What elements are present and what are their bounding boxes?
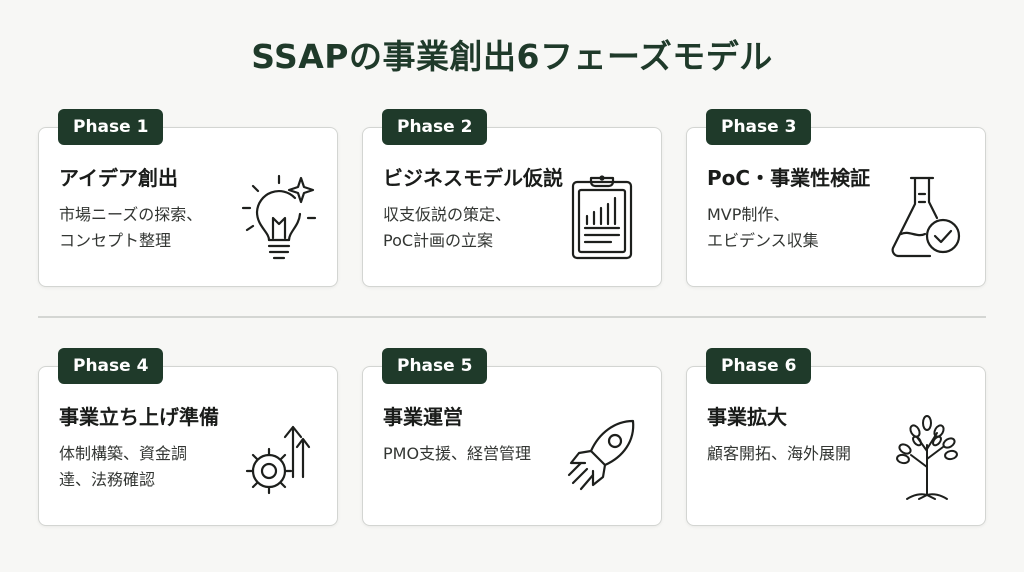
phase-description: 収支仮説の策定、 PoC計画の立案 — [383, 202, 563, 254]
phase-badge: Phase 1 — [58, 109, 164, 145]
phase-desc-line: 市場ニーズの探索、 — [59, 205, 203, 224]
row-divider — [38, 316, 986, 318]
phase-description: 市場ニーズの探索、 コンセプト整理 — [59, 202, 239, 254]
phase-card-1: Phase 1 アイデア創出 市場ニーズの探索、 コンセプト整理 — [38, 109, 338, 287]
phase-desc-line: PoC計画の立案 — [383, 231, 494, 250]
phase-card-4: Phase 4 事業立ち上げ準備 体制構築、資金調 達、法務確認 — [38, 348, 338, 526]
phase-badge: Phase 3 — [706, 109, 812, 145]
phase-description: MVP制作、 エビデンス収集 — [707, 202, 887, 254]
lightbulb-sparkle-icon — [239, 172, 319, 262]
phase-title: 事業拡大 — [707, 405, 787, 429]
phase-desc-line: PMO支援、経営管理 — [383, 444, 532, 463]
flask-check-icon — [887, 172, 967, 262]
phase-title: PoC・事業性検証 — [707, 166, 871, 190]
phase-card-5: Phase 5 事業運営 PMO支援、経営管理 — [362, 348, 662, 526]
phase-desc-line: 顧客開拓、海外展開 — [707, 444, 852, 463]
phase-desc-line: コンセプト整理 — [59, 231, 172, 250]
phase-card-2: Phase 2 ビジネスモデル仮説 収支仮説の策定、 PoC計画の立案 — [362, 109, 662, 287]
phase-description: 体制構築、資金調 達、法務確認 — [59, 441, 239, 493]
phase-card-3: Phase 3 PoC・事業性検証 MVP制作、 エビデンス収集 — [686, 109, 986, 287]
phase-title: 事業運営 — [383, 405, 463, 429]
phase-badge: Phase 6 — [706, 348, 812, 384]
phase-desc-line: 体制構築、資金調 — [59, 444, 188, 463]
page-title: SSAPの事業創出6フェーズモデル — [251, 37, 773, 76]
phase-badge: Phase 4 — [58, 348, 164, 384]
phase-title: 事業立ち上げ準備 — [59, 405, 219, 429]
phase-badge: Phase 2 — [382, 109, 488, 145]
phase-description: PMO支援、経営管理 — [383, 441, 563, 467]
phase-desc-line: 収支仮説の策定、 — [383, 205, 512, 224]
clipboard-chart-icon — [563, 172, 643, 262]
gear-arrow-up-icon — [239, 411, 319, 501]
rocket-icon — [563, 411, 643, 501]
phase-description: 顧客開拓、海外展開 — [707, 441, 887, 467]
tree-icon — [887, 411, 967, 501]
phase-desc-line: 達、法務確認 — [59, 470, 156, 489]
phase-title: ビジネスモデル仮説 — [383, 166, 563, 190]
phase-card-6: Phase 6 事業拡大 顧客開拓、海外展開 — [686, 348, 986, 526]
phase-desc-line: MVP制作、 — [707, 205, 790, 224]
phase-desc-line: エビデンス収集 — [707, 231, 819, 250]
phase-title: アイデア創出 — [59, 166, 178, 190]
phase-badge: Phase 5 — [382, 348, 488, 384]
